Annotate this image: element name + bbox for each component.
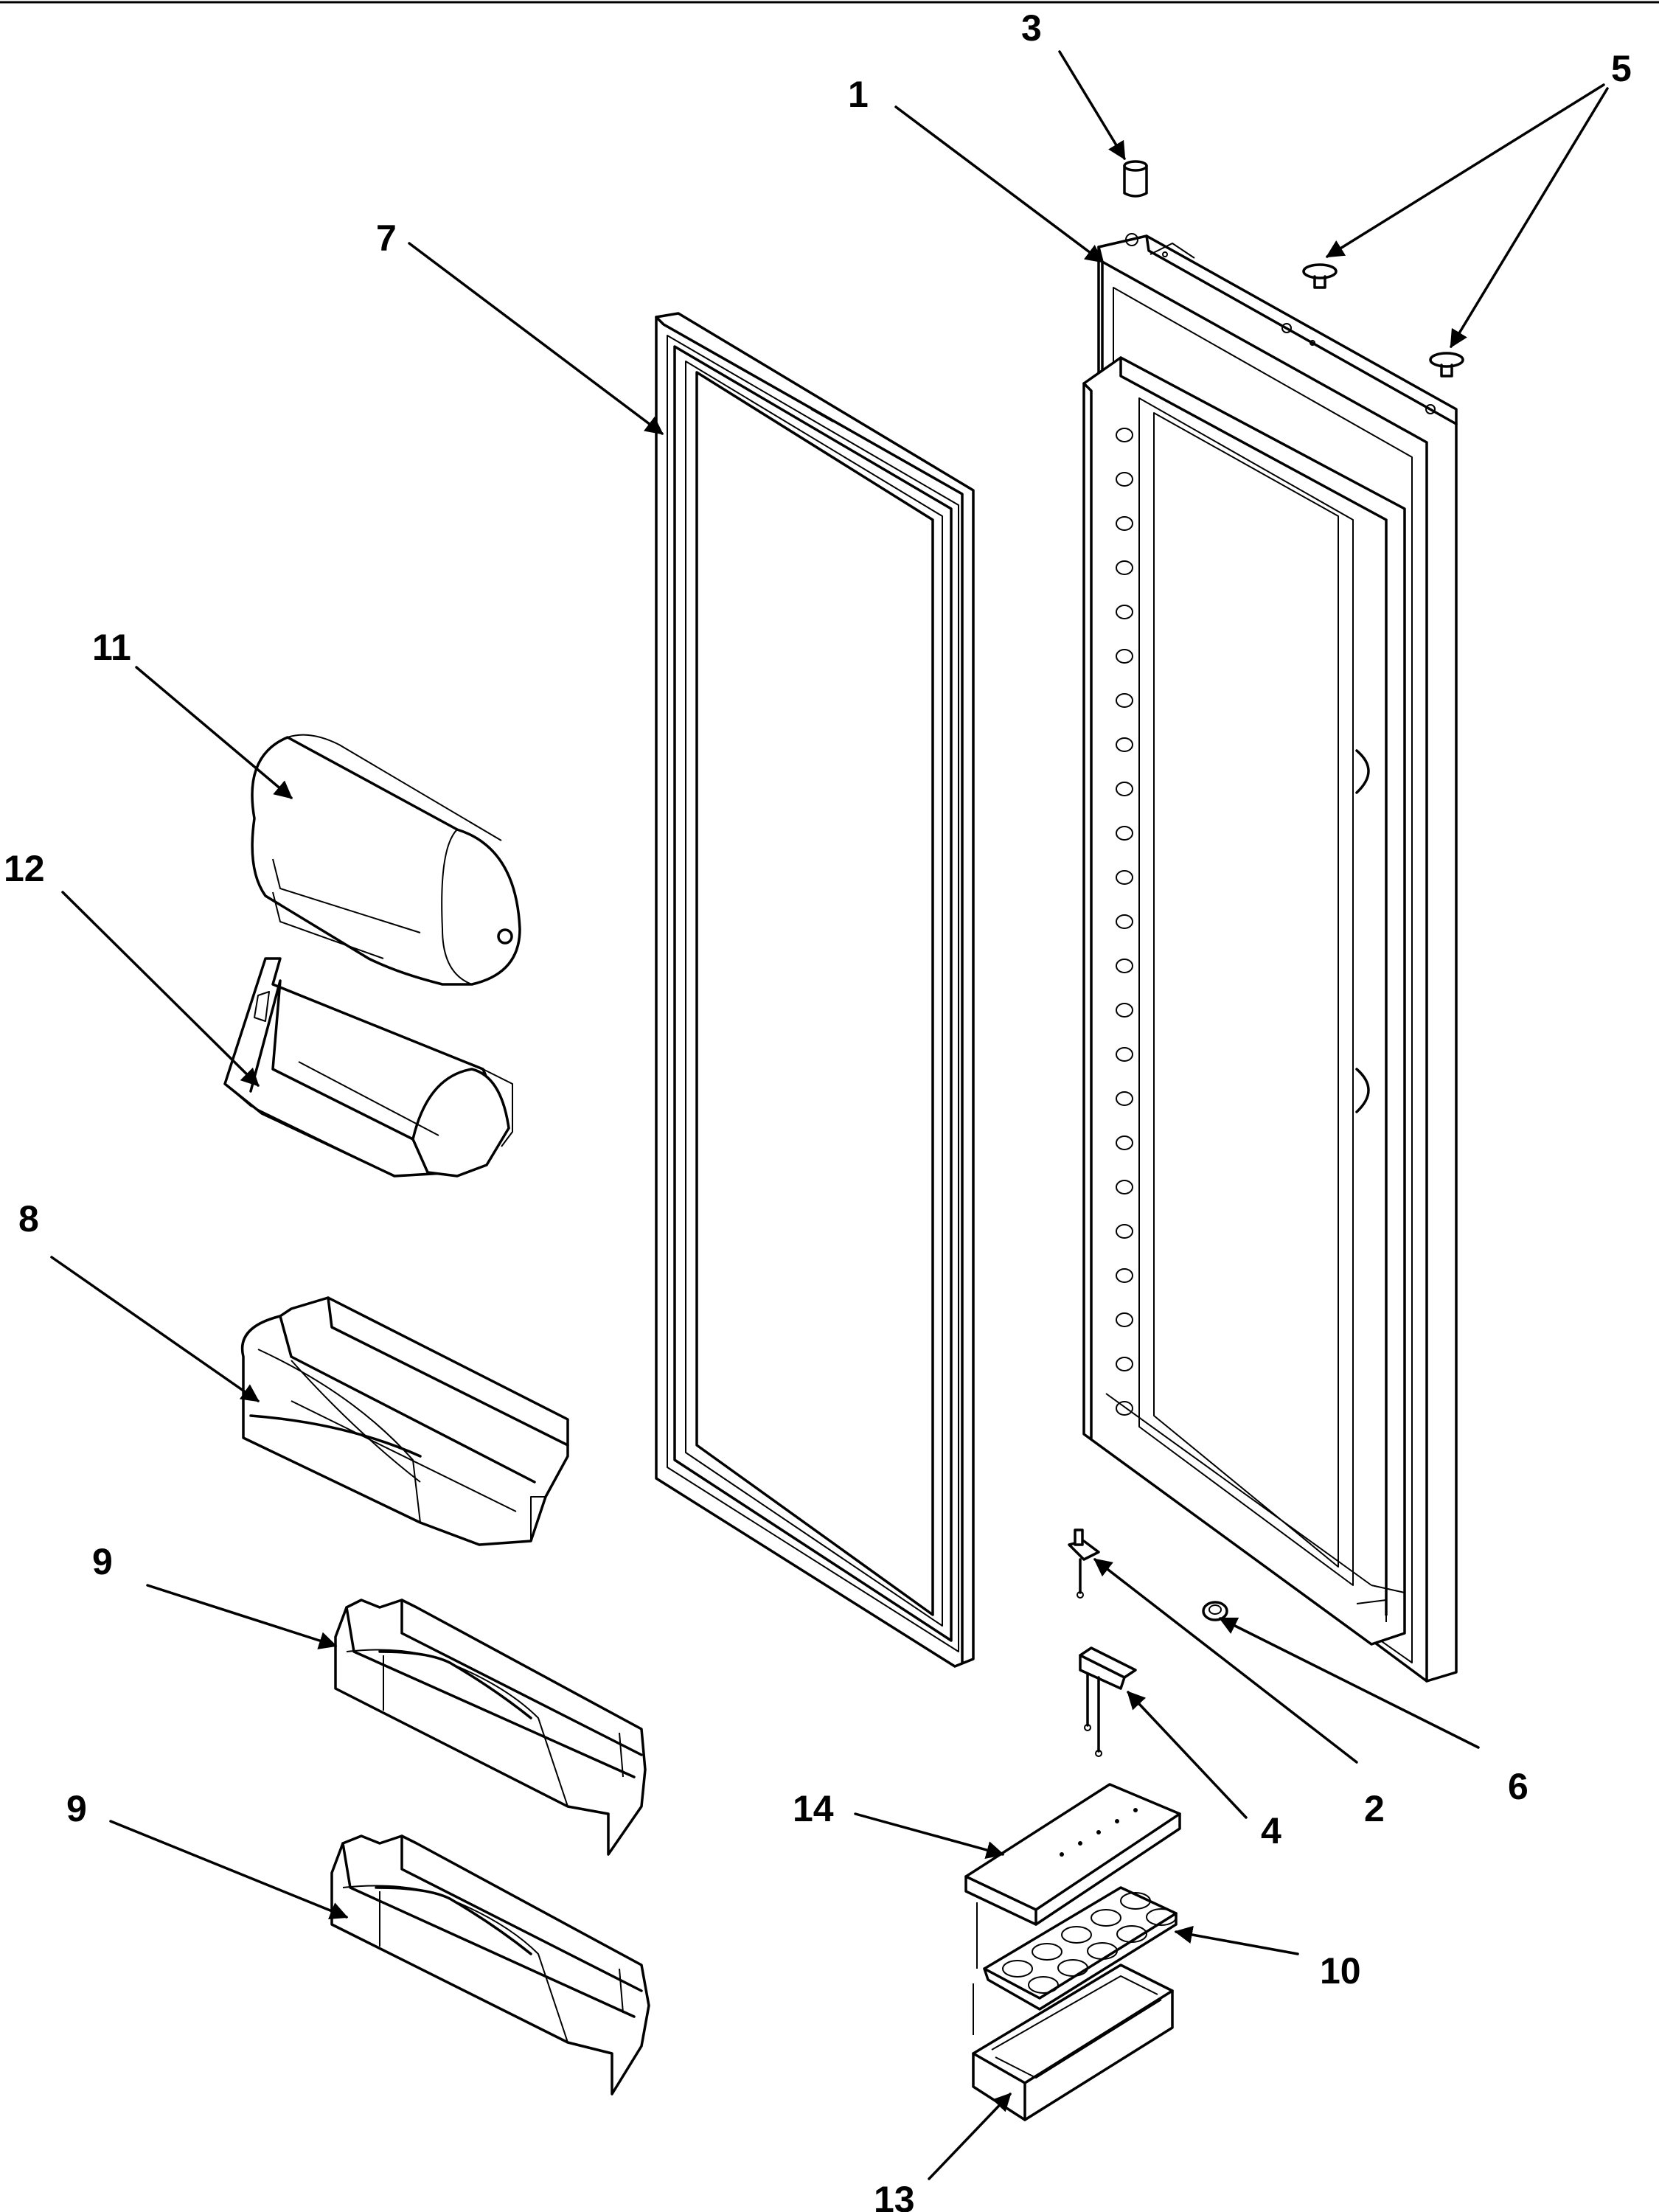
leader-lines xyxy=(50,50,1609,2180)
bin-upper-part xyxy=(334,1599,647,1856)
dairy-bin-part xyxy=(223,957,513,1178)
egg-tray-part xyxy=(973,1886,1178,2035)
door-stop-part xyxy=(1202,1601,1228,1621)
callout-9-lower: 9 xyxy=(66,1788,87,1829)
callout-13: 13 xyxy=(874,2179,915,2212)
deep-bin-part xyxy=(240,1296,569,1546)
callout-4: 4 xyxy=(1261,1810,1281,1851)
callout-5: 5 xyxy=(1611,48,1632,89)
egg-base-part xyxy=(972,1964,1174,2121)
callout-12: 12 xyxy=(4,848,45,889)
callout-6: 6 xyxy=(1508,1766,1528,1807)
callout-7: 7 xyxy=(376,218,397,259)
hinge-bushing-part xyxy=(1123,160,1148,198)
callout-14: 14 xyxy=(793,1788,834,1829)
bin-lower-part xyxy=(330,1834,650,2096)
callout-10: 10 xyxy=(1320,1950,1361,1992)
callout-8: 8 xyxy=(18,1198,39,1239)
callout-11: 11 xyxy=(92,627,131,668)
callout-1: 1 xyxy=(848,74,869,115)
plug-parts xyxy=(1302,263,1464,378)
callout-2: 2 xyxy=(1364,1788,1385,1829)
door-liner-part xyxy=(1082,233,1458,1683)
dairy-door-part xyxy=(251,734,521,986)
door-gasket-part xyxy=(655,312,975,1668)
hinge-pin-part xyxy=(1068,1528,1100,1599)
callout-3: 3 xyxy=(1021,7,1042,49)
hinge-bracket-part xyxy=(1079,1646,1137,1757)
callout-9-upper: 9 xyxy=(92,1541,113,1582)
egg-cover-part xyxy=(964,1783,1181,1926)
callout-labels: 1 2 3 4 5 6 7 8 9 9 10 11 12 13 14 xyxy=(4,7,1632,2212)
shelf-dimples xyxy=(1116,428,1133,1416)
